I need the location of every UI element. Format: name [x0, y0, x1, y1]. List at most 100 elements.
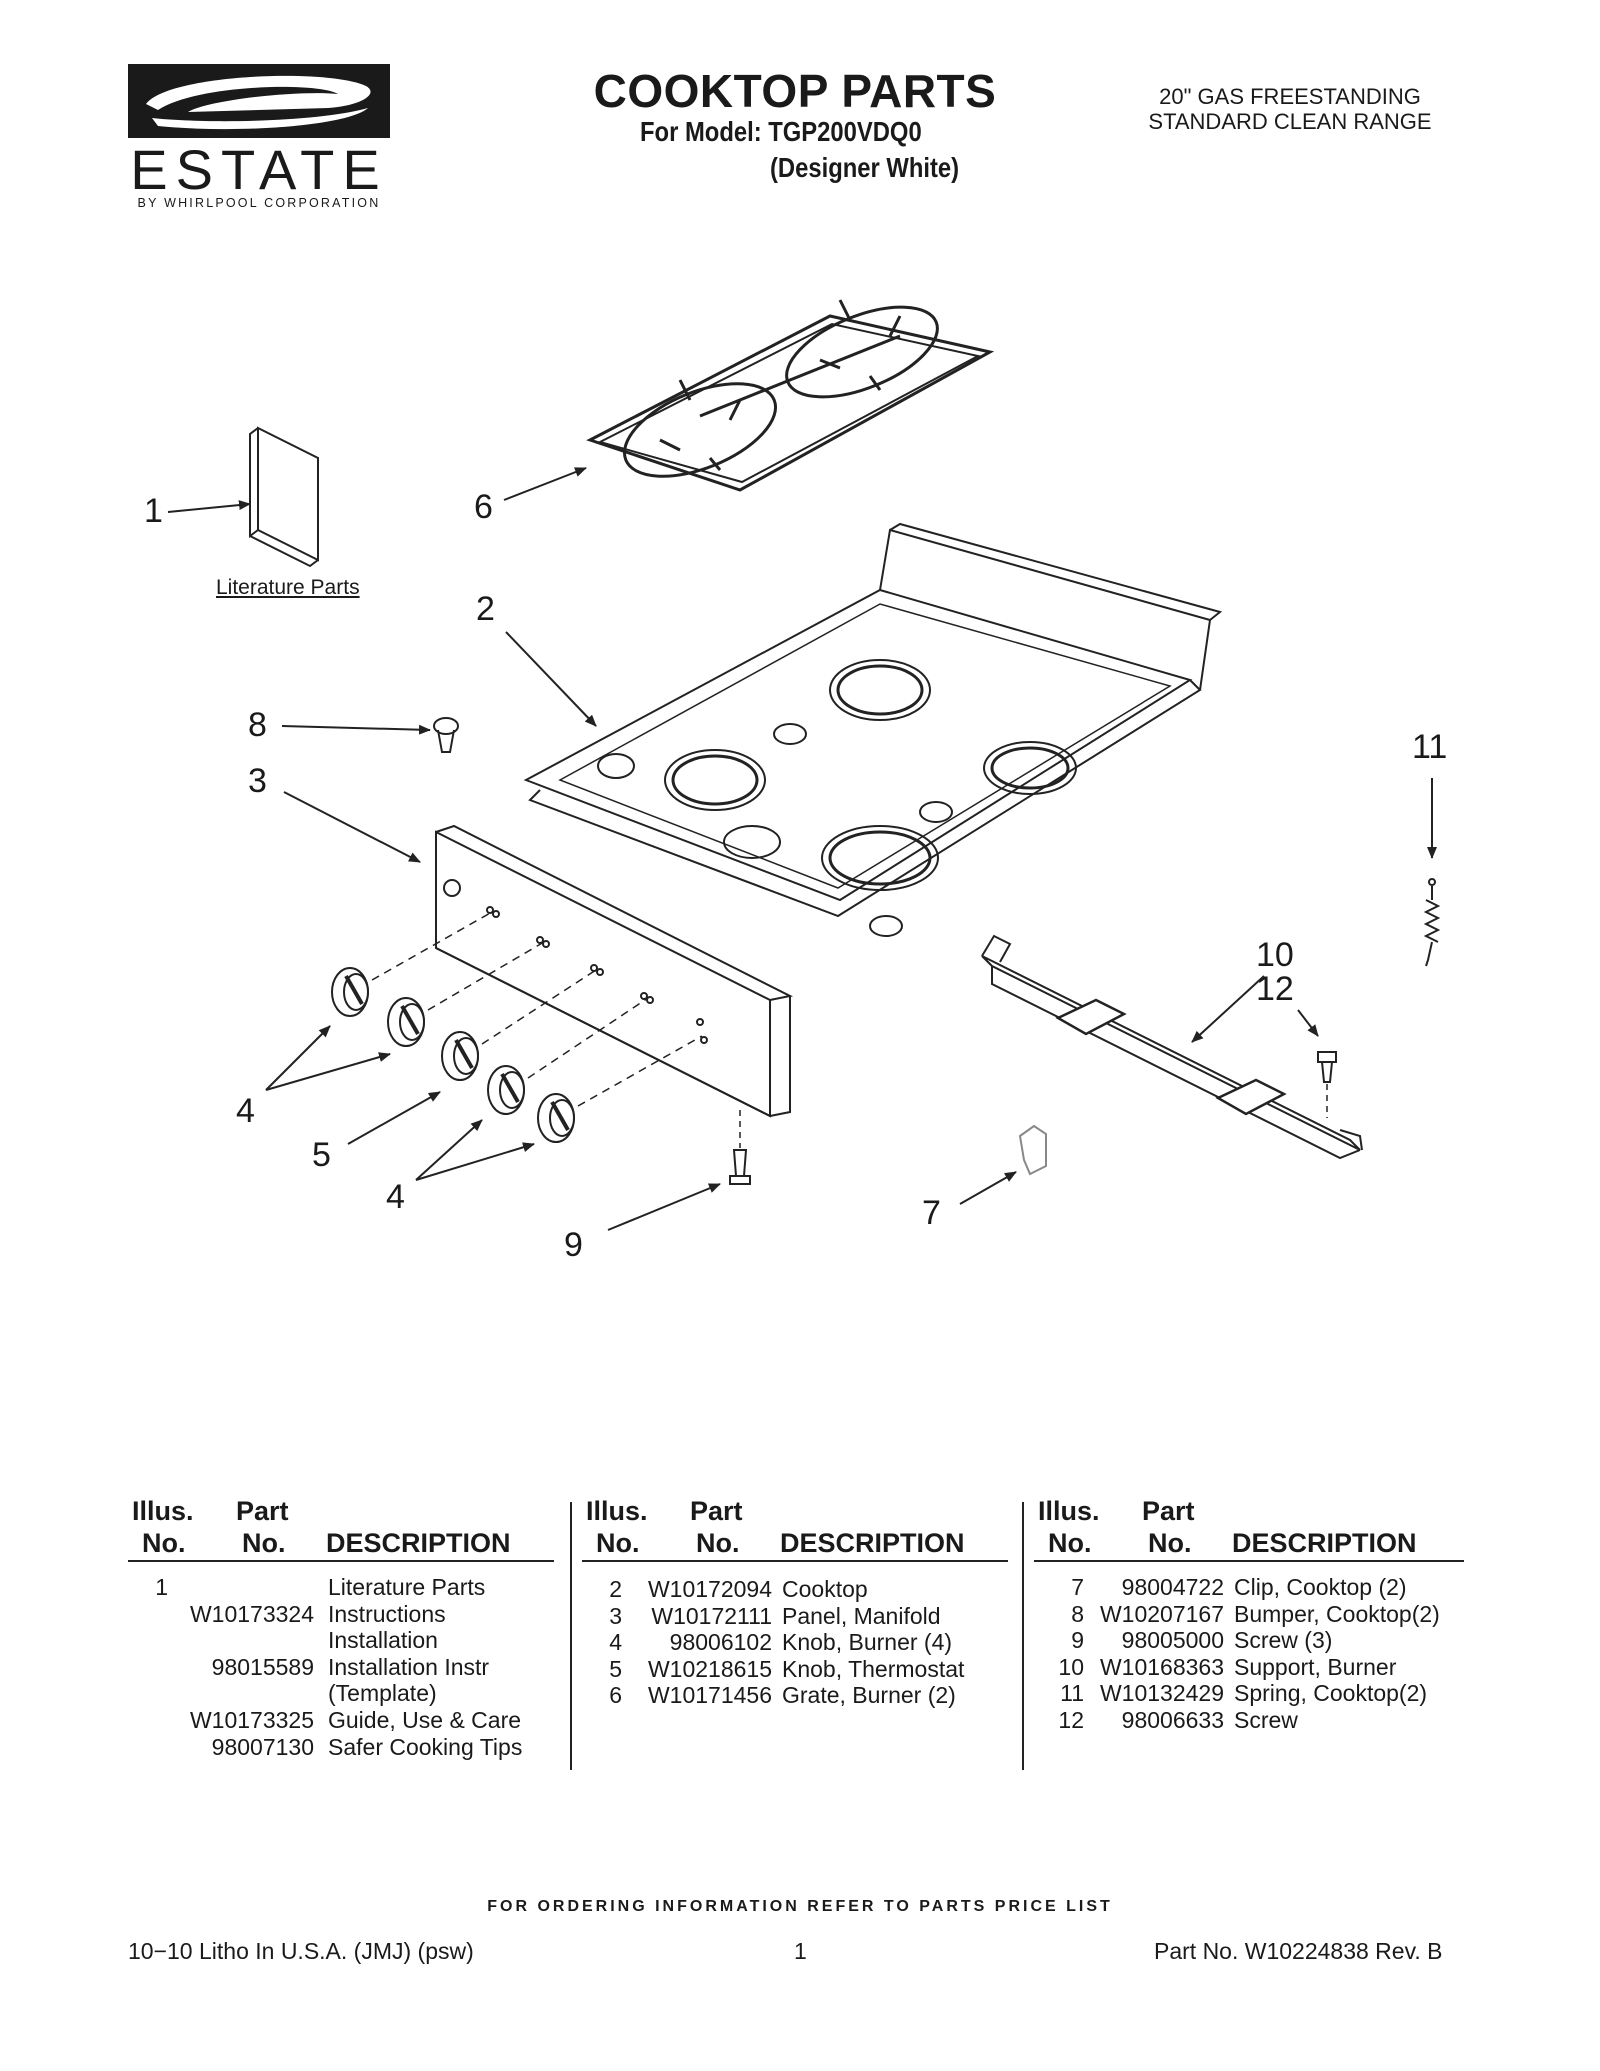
table-row: Installation — [128, 1627, 554, 1654]
callout-8: 8 — [248, 706, 267, 744]
thermostat-knob-icon — [441, 1031, 479, 1081]
illus-number: 2 — [609, 1576, 622, 1602]
part-number: W10172094 — [647, 1576, 772, 1602]
part-number: 98007130 — [211, 1733, 314, 1760]
table-row: 98007130 Safer Cooking Tips — [128, 1734, 554, 1761]
part-description: Grate, Burner (2) — [782, 1682, 956, 1709]
spring-icon — [1423, 878, 1441, 967]
table-row: 11 W10132429 Spring, Cooktop(2) — [1034, 1680, 1464, 1707]
page-title: COOKTOP PARTS — [593, 65, 997, 117]
table-row: 6 W10171456 Grate, Burner (2) — [582, 1682, 1008, 1709]
part-description: Panel, Manifold — [782, 1602, 941, 1629]
part-number: W10207167 — [1099, 1600, 1224, 1627]
callout-12: 12 — [1256, 970, 1294, 1008]
exploded-parts-diagram — [167, 299, 1441, 1231]
illus-number: 8 — [1071, 1600, 1084, 1627]
illus-number: 6 — [609, 1682, 622, 1709]
part-description: Screw — [1234, 1706, 1298, 1733]
table-header: Illus. No. Part No. DESCRIPTION — [128, 1496, 554, 1562]
table-rows: 7 98004722 Clip, Cooktop (2) 8 W10207167 Bump… — [1034, 1562, 1464, 1734]
part-description: Clip, Cooktop (2) — [1234, 1574, 1407, 1600]
part-description: Support, Burner — [1234, 1653, 1397, 1680]
header-illus: Illus. — [586, 1496, 648, 1526]
part-number: W10218615 — [647, 1655, 772, 1682]
estate-logo-icon — [128, 64, 390, 138]
header-part: Part — [690, 1496, 743, 1526]
document-part-number: Part No. W10224838 Rev. B — [1154, 1938, 1443, 1964]
table-divider — [570, 1502, 572, 1770]
callout-2: 2 — [476, 590, 495, 628]
part-description: Screw (3) — [1234, 1627, 1333, 1654]
part-number: 98006102 — [669, 1629, 772, 1656]
part-description: Literature Parts — [328, 1574, 486, 1600]
header-part-no: No. — [242, 1528, 286, 1558]
table-row: 4 98006102 Knob, Burner (4) — [582, 1629, 1008, 1656]
illus-number: 4 — [609, 1629, 622, 1656]
part-description: Cooktop — [782, 1576, 868, 1602]
range-type-line1: 20" GAS FREESTANDING — [1159, 84, 1421, 109]
part-description: Instructions — [328, 1600, 446, 1627]
burner-grate-icon — [586, 299, 995, 492]
callout-1: 1 — [144, 492, 163, 530]
parts-table-2: Illus. No. Part No. DESCRIPTION 2 W101720… — [582, 1496, 1008, 1709]
knob-guide-lines — [371, 911, 703, 1107]
manifold-panel-icon — [435, 824, 794, 1118]
part-description: Installation — [328, 1627, 438, 1654]
screw-icon — [729, 1110, 751, 1185]
table-divider — [1022, 1502, 1024, 1770]
part-description: Safer Cooking Tips — [328, 1733, 523, 1760]
part-number: 98006633 — [1121, 1706, 1224, 1733]
table-header: Illus. No. Part No. DESCRIPTION — [582, 1496, 1008, 1562]
header-illus-no: No. — [142, 1528, 186, 1558]
screw-icon — [1317, 1051, 1337, 1118]
callout-10: 10 — [1256, 936, 1294, 974]
cooktop-icon — [523, 522, 1223, 937]
callout-5: 5 — [312, 1136, 331, 1174]
table-row: 7 98004722 Clip, Cooktop (2) — [1034, 1574, 1464, 1601]
illus-number: 7 — [1071, 1574, 1084, 1600]
callout-3: 3 — [248, 762, 267, 800]
table-row: 5 W10218615 Knob, Thermostat — [582, 1656, 1008, 1683]
header-description: DESCRIPTION — [1232, 1528, 1417, 1558]
ordering-note: FOR ORDERING INFORMATION REFER TO PARTS … — [487, 1898, 1113, 1915]
header-illus-no: No. — [1048, 1528, 1092, 1558]
callout-6: 6 — [474, 488, 493, 526]
part-description: Bumper, Cooktop(2) — [1234, 1600, 1440, 1627]
burner-knob-icon — [387, 997, 425, 1047]
header-part: Part — [1142, 1496, 1195, 1526]
litho-line: 10−10 Litho In U.S.A. (JMJ) (psw) — [128, 1938, 474, 1964]
part-description: Guide, Use & Care — [328, 1706, 522, 1733]
header-illus: Illus. — [132, 1496, 194, 1526]
part-number: W10172111 — [651, 1602, 772, 1629]
illus-number: 5 — [609, 1655, 622, 1682]
burner-knob-icon — [487, 1065, 525, 1115]
part-number: 98015589 — [211, 1653, 314, 1680]
part-description: (Template) — [328, 1680, 437, 1707]
part-number: W10171456 — [647, 1682, 772, 1709]
table-rows: 2 W10172094 Cooktop 3 W10172111 Panel, Manifo… — [582, 1562, 1008, 1709]
part-description: Spring, Cooktop(2) — [1234, 1680, 1428, 1707]
finish-line: (Designer White) — [770, 152, 960, 183]
bumper-icon — [433, 717, 459, 753]
part-description: Knob, Thermostat — [782, 1655, 965, 1682]
table-row: 2 W10172094 Cooktop — [582, 1576, 1008, 1603]
callout-11: 11 — [1412, 728, 1448, 766]
part-description: Knob, Burner (4) — [782, 1629, 953, 1656]
table-row: 8 W10207167 Bumper, Cooktop(2) — [1034, 1601, 1464, 1628]
part-number: 98004722 — [1121, 1574, 1224, 1600]
part-number: W10132429 — [1099, 1680, 1224, 1707]
illus-number: 3 — [609, 1602, 622, 1629]
header-illus: Illus. — [1038, 1496, 1100, 1526]
header-description: DESCRIPTION — [326, 1528, 511, 1558]
table-header: Illus. No. Part No. DESCRIPTION — [1034, 1496, 1464, 1562]
illus-number: 11 — [1060, 1680, 1084, 1707]
literature-book-icon — [249, 426, 319, 568]
